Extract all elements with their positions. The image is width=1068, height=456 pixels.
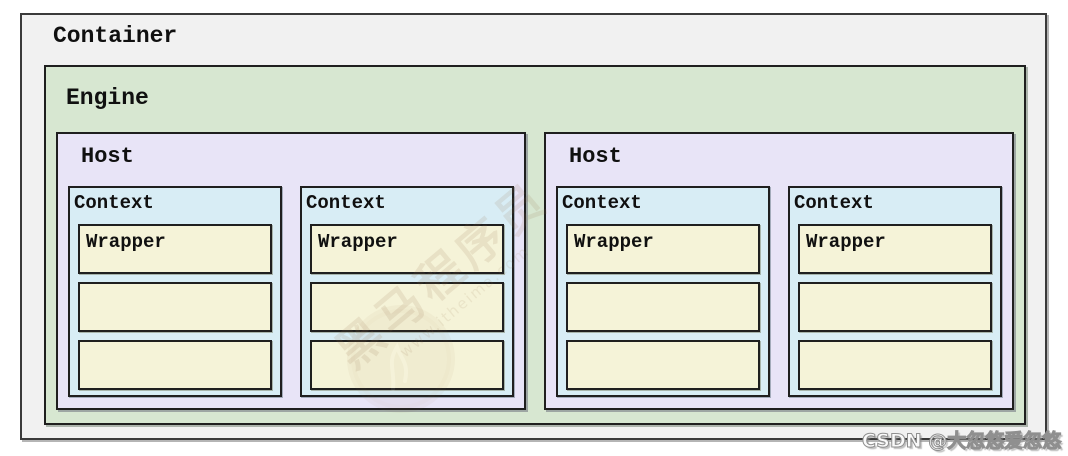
context-box-2: Context Wrapper: [300, 186, 514, 397]
wrapper-label: [800, 284, 990, 289]
wrapper-box-empty: [798, 340, 992, 390]
wrapper-box: Wrapper: [78, 224, 272, 274]
context-label: Context: [562, 192, 642, 214]
wrapper-label: Wrapper: [86, 231, 166, 253]
wrapper-label: [568, 342, 758, 347]
host-box-2: Host Context Wrapper: [544, 132, 1014, 410]
wrapper-label: [568, 284, 758, 289]
wrapper-label: Wrapper: [806, 231, 886, 253]
context-box-4: Context Wrapper: [788, 186, 1002, 397]
contexts-row: Context Wrapper Con: [68, 186, 514, 397]
context-box-3: Context Wrapper: [556, 186, 770, 397]
engine-label: Engine: [66, 85, 149, 111]
engine-box: Engine Host Context Wrapper: [44, 65, 1026, 425]
wrapper-label: [312, 284, 502, 289]
wrapper-box-empty: [310, 282, 504, 332]
container-box: Container Engine Host Context Wrapper: [20, 13, 1047, 440]
contexts-row: Context Wrapper Con: [556, 186, 1002, 397]
context-label: Context: [306, 192, 386, 214]
container-label: Container: [53, 23, 178, 49]
context-box-1: Context Wrapper: [68, 186, 282, 397]
context-label: Context: [74, 192, 154, 214]
wrapper-box-empty: [78, 282, 272, 332]
wrapper-box: Wrapper: [310, 224, 504, 274]
wrapper-label: Wrapper: [318, 231, 398, 253]
context-label: Context: [794, 192, 874, 214]
wrapper-label: [312, 342, 502, 347]
wrapper-box-empty: [566, 282, 760, 332]
wrapper-label: Wrapper: [574, 231, 654, 253]
host-box-1: Host Context Wrapper: [56, 132, 526, 410]
wrapper-label: [800, 342, 990, 347]
host-label: Host: [81, 144, 134, 169]
wrapper-label: [80, 342, 270, 347]
wrapper-box-empty: [798, 282, 992, 332]
wrapper-box: Wrapper: [566, 224, 760, 274]
wrapper-label: [80, 284, 270, 289]
host-label: Host: [569, 144, 622, 169]
wrapper-box: Wrapper: [798, 224, 992, 274]
wrapper-box-empty: [78, 340, 272, 390]
hosts-row: Host Context Wrapper: [56, 132, 1014, 410]
wrapper-box-empty: [566, 340, 760, 390]
wrapper-box-empty: [310, 340, 504, 390]
